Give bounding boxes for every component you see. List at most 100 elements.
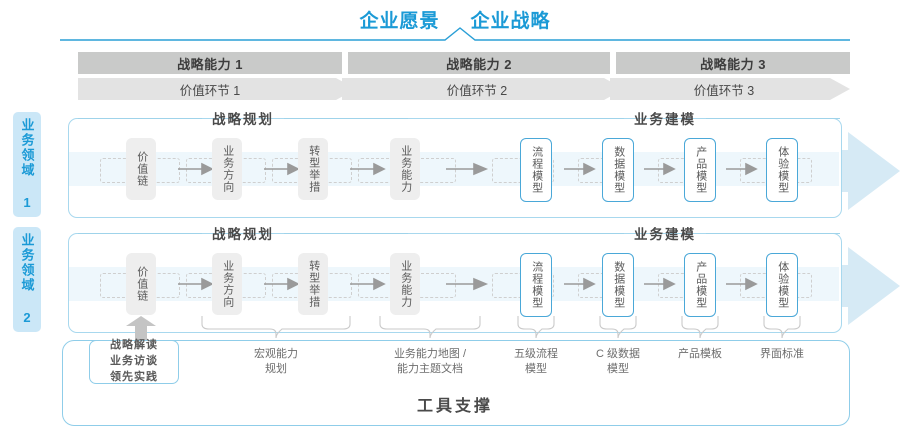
arrow-right-icon xyxy=(350,162,386,176)
arrow-right-icon xyxy=(446,277,489,291)
domain-label-2-text: 业务领域 2 xyxy=(19,232,35,327)
domain-label-1-text: 业务领域 1 xyxy=(19,117,35,212)
bottom-label-ui-standard: 界面标准 xyxy=(746,347,818,362)
section-label: 业务建模 xyxy=(634,112,696,127)
arrow-right-icon xyxy=(446,162,489,176)
node-value-chain-row1[interactable]: 价值链 xyxy=(126,138,156,200)
node-value-chain-row2[interactable]: 价值链 xyxy=(126,253,156,315)
chevron-shapes-icon xyxy=(78,78,850,100)
node-label: 体验模型 xyxy=(776,146,789,194)
bottom-label-line-2: 能力主题文档 xyxy=(397,362,463,375)
bottom-label-line-1: 产品模板 xyxy=(678,348,722,360)
tool-support-container xyxy=(62,340,850,426)
node-label: 转型举措 xyxy=(307,145,320,193)
arrow-right-icon xyxy=(644,162,676,176)
node-data-model-row1[interactable]: 数据模型 xyxy=(602,138,634,202)
value-chevron-3-label: 价值环节 3 xyxy=(693,83,755,98)
node-label: 价值链 xyxy=(135,151,148,187)
title-spacer xyxy=(444,6,466,7)
bottom-label-line-1: 战略解读 xyxy=(110,339,158,352)
node-transformation-measures-row2[interactable]: 转型举措 xyxy=(298,253,328,315)
bottom-label-line-1: 业务能力地图 / xyxy=(393,348,467,360)
node-business-direction-row1[interactable]: 业务方向 xyxy=(212,138,242,200)
node-label: 数据模型 xyxy=(612,261,625,309)
bottom-label-capability-map: 业务能力地图 / 能力主题文档 xyxy=(362,347,498,377)
title-enterprise-vision: 企业愿景 xyxy=(359,11,440,32)
node-product-model-row2[interactable]: 产品模型 xyxy=(684,253,716,317)
tool-support-title: 工具支撑 xyxy=(416,398,493,415)
section-header-business-modeling-row1: 业务建模 xyxy=(490,111,840,127)
section-rule-left xyxy=(490,232,624,234)
capability-band-3-label: 战略能力 3 xyxy=(700,56,766,72)
capability-band-2-label: 战略能力 2 xyxy=(446,56,512,72)
node-label: 产品模型 xyxy=(694,261,707,309)
node-product-model-row1[interactable]: 产品模型 xyxy=(684,138,716,202)
arrow-right-icon xyxy=(264,277,300,291)
brace-connector-ui-standard xyxy=(763,316,801,338)
node-label: 转型举措 xyxy=(307,260,320,308)
title-connector-line xyxy=(60,27,850,41)
page-title: 企业愿景 企业战略 xyxy=(0,6,910,33)
bottom-label-line-1: 宏观能力 xyxy=(254,348,298,360)
section-header-strategy-planning-row2: 战略规划 xyxy=(78,226,408,242)
section-rule-left xyxy=(78,117,202,119)
arrow-right-icon xyxy=(564,162,596,176)
node-label: 业务能力 xyxy=(399,145,412,193)
arrow-right-icon xyxy=(178,162,214,176)
section-rule-right xyxy=(706,232,840,234)
value-chevron-2-label: 价值环节 2 xyxy=(446,83,508,98)
node-label: 业务方向 xyxy=(221,145,234,193)
node-label: 体验模型 xyxy=(776,261,789,309)
node-process-model-row1[interactable]: 流程模型 xyxy=(520,138,552,202)
node-process-model-row2[interactable]: 流程模型 xyxy=(520,253,552,317)
node-label: 流程模型 xyxy=(530,146,543,194)
bottom-label-line-1: 五级流程 xyxy=(514,348,558,360)
section-header-business-modeling-row2: 业务建模 xyxy=(490,226,840,242)
node-business-capability-row2[interactable]: 业务能力 xyxy=(390,253,420,315)
value-chevron-1-label: 价值环节 1 xyxy=(179,83,241,98)
arrow-right-icon xyxy=(564,277,596,291)
node-experience-model-row2[interactable]: 体验模型 xyxy=(766,253,798,317)
node-business-capability-row1[interactable]: 业务能力 xyxy=(390,138,420,200)
bottom-label-five-level-process-model: 五级流程 模型 xyxy=(500,347,572,377)
capability-band-3: 战略能力 3 xyxy=(616,52,850,74)
section-label: 业务建模 xyxy=(634,227,696,242)
brace-connector-capability-map xyxy=(379,316,481,338)
bottom-label-line-2: 模型 xyxy=(607,362,629,375)
node-label: 业务能力 xyxy=(399,260,412,308)
arrow-right-icon xyxy=(350,277,386,291)
arrow-up-icon-value-chain xyxy=(126,316,156,344)
brace-connector-product-template xyxy=(681,316,719,338)
section-label: 战略规划 xyxy=(212,112,274,127)
bottom-label-line-1: C 级数据 xyxy=(596,348,640,360)
node-label: 数据模型 xyxy=(612,146,625,194)
node-label: 产品模型 xyxy=(694,146,707,194)
bottom-label-macro-capability-planning: 宏观能力 规划 xyxy=(216,347,336,377)
bottom-label-strategy-interpretation[interactable]: 战略解读 业务访谈 领先实践 xyxy=(89,339,179,384)
section-rule-left xyxy=(490,117,624,119)
arrow-right-icon xyxy=(726,162,758,176)
capability-band-1: 战略能力 1 xyxy=(78,52,342,74)
node-label: 业务方向 xyxy=(221,260,234,308)
section-rule-right xyxy=(284,117,408,119)
node-transformation-measures-row1[interactable]: 转型举措 xyxy=(298,138,328,200)
domain-label-1: 业务领域 1 xyxy=(13,112,41,217)
node-label: 价值链 xyxy=(135,266,148,302)
node-business-direction-row2[interactable]: 业务方向 xyxy=(212,253,242,315)
section-header-strategy-planning-row1: 战略规划 xyxy=(78,111,408,127)
section-rule-right xyxy=(706,117,840,119)
bottom-label-line-2: 规划 xyxy=(265,362,287,375)
domain-label-2: 业务领域 2 xyxy=(13,227,41,332)
arrow-right-icon xyxy=(178,277,214,291)
bottom-label-product-template: 产品模板 xyxy=(664,347,736,362)
node-experience-model-row1[interactable]: 体验模型 xyxy=(766,138,798,202)
arrow-right-icon xyxy=(264,162,300,176)
bottom-label-line-2: 模型 xyxy=(525,362,547,375)
bottom-label-line-1: 界面标准 xyxy=(760,348,804,360)
node-data-model-row2[interactable]: 数据模型 xyxy=(602,253,634,317)
capability-band-2: 战略能力 2 xyxy=(348,52,610,74)
bottom-label-line-3: 领先实践 xyxy=(110,370,158,383)
section-label: 战略规划 xyxy=(212,227,274,242)
value-chain-chevrons: 价值环节 1 价值环节 2 价值环节 3 xyxy=(78,78,850,100)
arrow-right-icon xyxy=(726,277,758,291)
